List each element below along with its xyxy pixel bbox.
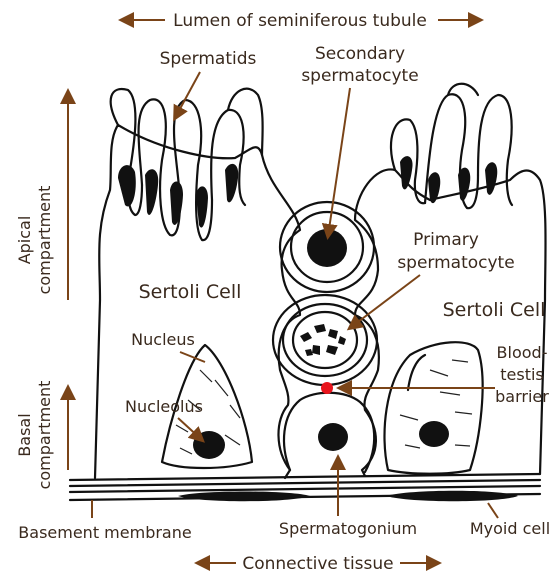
spermatogonium-cell xyxy=(284,393,374,472)
myoid-label: Myoid cell xyxy=(470,519,550,538)
nucleolus-right xyxy=(419,421,449,447)
connective-heading: Connective tissue xyxy=(198,554,438,573)
nucleus-label: Nucleus xyxy=(131,330,195,349)
nucleus-right xyxy=(384,342,482,474)
nucleolus-label: Nucleolus xyxy=(125,397,203,416)
blood-testis-barrier-dot xyxy=(321,382,333,394)
lumen-label: Lumen of seminiferous tubule xyxy=(173,11,427,31)
lumen-heading: Lumen of seminiferous tubule xyxy=(122,11,480,31)
btb-label-3: barrier xyxy=(495,387,549,406)
spermatids-left xyxy=(111,89,263,240)
connective-label: Connective tissue xyxy=(242,554,393,573)
svg-text:compartment: compartment xyxy=(35,381,54,490)
spermatids-label: Spermatids xyxy=(160,49,257,69)
basal-compartment-label: Basal compartment xyxy=(15,381,68,490)
myoid-arrow xyxy=(488,503,498,518)
secondary-label-2: spermatocyte xyxy=(301,66,418,86)
nucleus-arrow xyxy=(180,352,205,362)
spermatids-arrow xyxy=(175,72,200,118)
svg-text:compartment: compartment xyxy=(35,186,54,295)
basement-label: Basement membrane xyxy=(18,523,191,542)
svg-text:Basal: Basal xyxy=(15,413,34,456)
spermatogonium-label: Spermatogonium xyxy=(279,519,417,538)
svg-text:Apical: Apical xyxy=(15,216,34,265)
primary-arrow xyxy=(350,275,420,328)
btb-label-1: Blood- xyxy=(497,343,548,362)
primary-label-2: spermatocyte xyxy=(397,253,514,273)
primary-spermatocyte xyxy=(273,295,377,385)
sertoli-right-label: Sertoli Cell xyxy=(443,299,546,321)
btb-label-2: testis xyxy=(500,365,544,384)
secondary-label-1: Secondary xyxy=(315,44,405,64)
primary-label-1: Primary xyxy=(413,230,479,250)
myoid-cell-right xyxy=(386,491,518,502)
apical-compartment-label: Apical compartment xyxy=(15,92,68,300)
nucleolus-arrow xyxy=(178,418,202,440)
sertoli-left-label: Sertoli Cell xyxy=(139,281,242,303)
secondary-spermatocyte xyxy=(280,202,374,292)
spermatids-right xyxy=(391,84,512,208)
myoid-cell-left xyxy=(178,492,310,502)
